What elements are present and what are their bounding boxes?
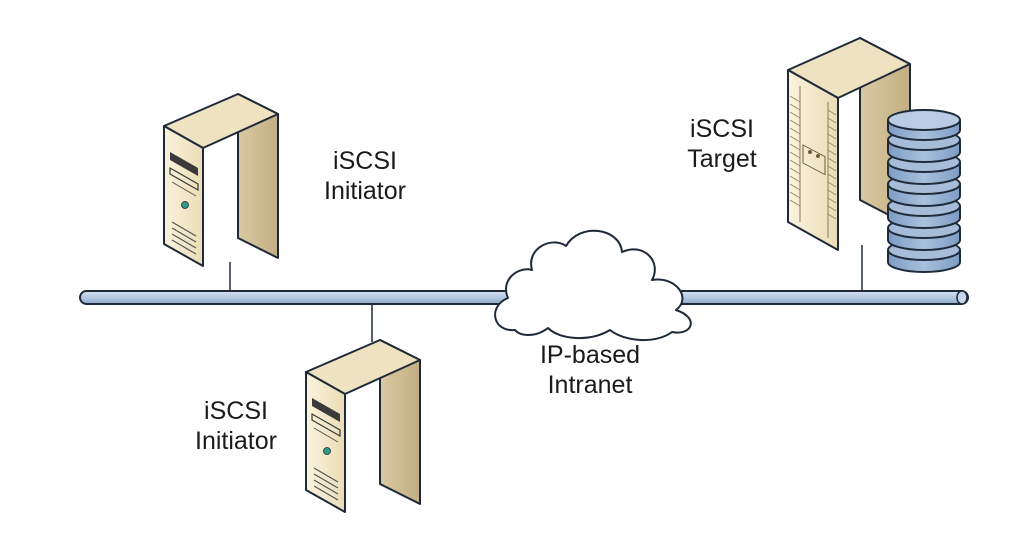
initiator-bottom-label: iSCSI Initiator xyxy=(176,396,296,456)
target-label-line1: iSCSI xyxy=(690,115,754,143)
initiator-top-label-line2: Initiator xyxy=(324,177,406,205)
initiator-top-label-line1: iSCSI xyxy=(333,147,397,175)
initiator-top-server xyxy=(163,93,279,267)
initiator-bottom-label-line2: Initiator xyxy=(195,427,277,455)
initiator-top-label: iSCSI Initiator xyxy=(305,146,425,206)
disk-stack-icon xyxy=(887,109,961,273)
target-label: iSCSI Target xyxy=(662,114,782,174)
network-label-line2: Intranet xyxy=(547,371,633,399)
network-label: IP-based Intranet xyxy=(520,340,660,400)
target-storage-server xyxy=(787,37,911,251)
initiator-bottom-server xyxy=(305,339,421,513)
network-label-line1: IP-based xyxy=(539,341,641,369)
initiator-bottom-label-line1: iSCSI xyxy=(204,397,268,425)
target-label-line2: Target xyxy=(687,145,757,173)
cloud-icon xyxy=(494,229,692,342)
